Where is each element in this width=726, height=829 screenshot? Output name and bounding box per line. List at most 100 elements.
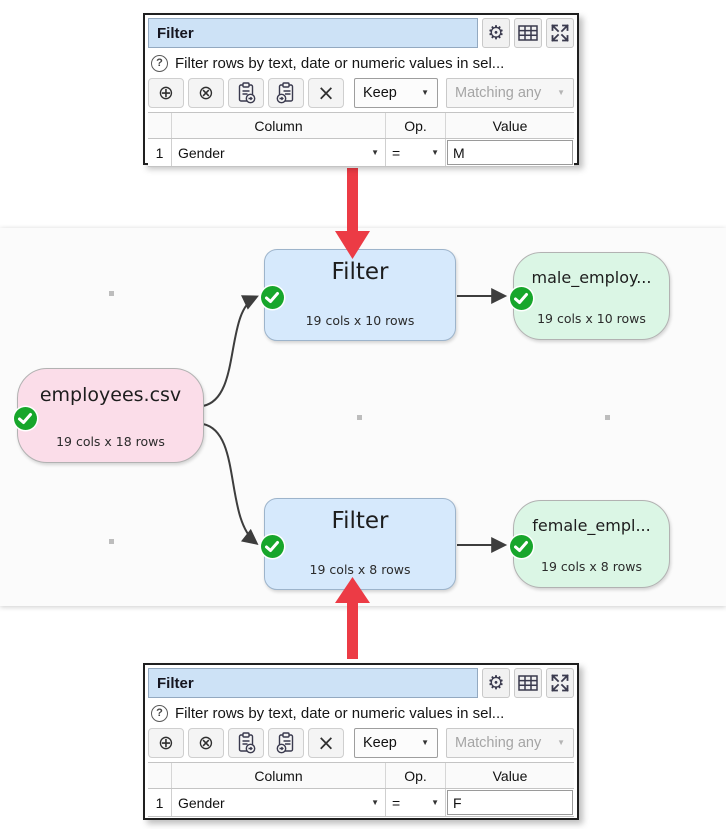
table-grid-icon	[518, 675, 538, 691]
value-input[interactable]: F	[447, 790, 573, 815]
remove-circle-icon: ⊗	[198, 731, 214, 754]
delete-cross-icon: ×	[317, 80, 335, 105]
chevron-down-icon: ▼	[371, 147, 379, 157]
op-header: Op.	[386, 113, 446, 138]
keep-remove-value: Keep	[363, 85, 397, 101]
node-dimensions: 19 cols x 10 rows	[537, 311, 646, 326]
remove-row-button[interactable]: ⊗	[188, 78, 224, 108]
keep-remove-dropdown[interactable]: Keep ▼	[354, 728, 438, 758]
show-table-button[interactable]	[514, 18, 542, 48]
row-number[interactable]: 1	[148, 789, 172, 816]
expand-arrows-icon	[551, 674, 569, 692]
chevron-down-icon: ▼	[431, 797, 439, 807]
options-button[interactable]: ⚙	[482, 668, 510, 698]
grid-dot	[109, 539, 114, 544]
options-button[interactable]: ⚙	[482, 18, 510, 48]
matching-mode-dropdown: Matching any ▼	[446, 78, 574, 108]
node-title: male_employ...	[531, 268, 652, 287]
check-icon	[261, 286, 284, 309]
add-row-button[interactable]: ⊕	[148, 78, 184, 108]
chevron-down-icon: ▼	[431, 147, 439, 157]
remove-circle-icon: ⊗	[198, 81, 214, 104]
node-dimensions: 19 cols x 18 rows	[56, 434, 165, 449]
check-icon	[510, 287, 533, 310]
grid-dot	[357, 415, 362, 420]
copy-rows-button[interactable]	[268, 78, 304, 108]
add-row-button[interactable]: ⊕	[148, 728, 184, 758]
copy-rows-button[interactable]	[268, 728, 304, 758]
transform-name-field[interactable]: Filter	[148, 668, 478, 698]
row-number-header	[148, 113, 172, 138]
filter-settings-panel-top: Filter ⚙ ? Filter rows by text, date or …	[143, 13, 579, 167]
node-employees-csv[interactable]: employees.csv 19 cols x 18 rows	[14, 368, 204, 463]
matching-mode-value: Matching any	[455, 85, 542, 101]
check-icon	[14, 406, 37, 430]
chevron-down-icon: ▼	[421, 88, 429, 97]
transform-name-field[interactable]: Filter	[148, 18, 478, 48]
node-title: Filter	[331, 508, 389, 534]
maximize-button[interactable]	[546, 668, 574, 698]
chevron-down-icon: ▼	[557, 738, 565, 747]
table-grid-icon	[518, 25, 538, 41]
help-icon[interactable]: ?	[151, 704, 168, 722]
node-filter-female[interactable]: Filter 19 cols x 8 rows	[261, 498, 456, 590]
delete-cross-icon: ×	[317, 730, 335, 755]
check-icon	[510, 535, 533, 558]
node-female-employees-output[interactable]: female_empl... 19 cols x 8 rows	[510, 500, 670, 588]
grid-dot	[605, 415, 610, 420]
matching-mode-value: Matching any	[455, 735, 542, 751]
show-table-button[interactable]	[514, 668, 542, 698]
expand-arrows-icon	[551, 24, 569, 42]
row-number[interactable]: 1	[148, 139, 172, 166]
keep-remove-dropdown[interactable]: Keep ▼	[354, 78, 438, 108]
column-dropdown[interactable]: Gender ▼	[172, 139, 386, 166]
column-header: Column	[172, 763, 386, 788]
help-icon[interactable]: ?	[151, 54, 168, 72]
paste-rows-button[interactable]	[228, 728, 264, 758]
op-header: Op.	[386, 763, 446, 788]
copy-clipboard-icon	[276, 732, 294, 754]
criteria-table-header: Column Op. Value	[148, 762, 574, 789]
node-title: Filter	[331, 259, 389, 285]
value-header: Value	[492, 767, 528, 784]
paste-clipboard-icon	[238, 732, 256, 754]
op-dropdown[interactable]: = ▼	[386, 139, 446, 166]
node-title: employees.csv	[39, 384, 182, 406]
criteria-table-header: Column Op. Value	[148, 112, 574, 139]
node-dimensions: 19 cols x 8 rows	[309, 562, 411, 577]
help-text: Filter rows by text, date or numeric val…	[175, 704, 505, 722]
column-dropdown[interactable]: Gender ▼	[172, 789, 386, 816]
check-icon	[261, 535, 284, 558]
delete-button[interactable]: ×	[308, 728, 344, 758]
help-text: Filter rows by text, date or numeric val…	[175, 54, 505, 72]
criteria-row: 1 Gender ▼ = ▼ M	[148, 139, 574, 167]
column-header: Column	[172, 113, 386, 138]
keep-remove-value: Keep	[363, 735, 397, 751]
op-dropdown[interactable]: = ▼	[386, 789, 446, 816]
paste-clipboard-icon	[238, 82, 256, 104]
paste-rows-button[interactable]	[228, 78, 264, 108]
node-dimensions: 19 cols x 8 rows	[541, 559, 642, 574]
copy-clipboard-icon	[276, 82, 294, 104]
delete-button[interactable]: ×	[308, 78, 344, 108]
node-dimensions: 19 cols x 10 rows	[305, 313, 415, 328]
gear-icon: ⚙	[487, 671, 505, 694]
add-circle-icon: ⊕	[158, 81, 174, 104]
grid-dot	[109, 291, 114, 296]
row-number-header	[148, 763, 172, 788]
remove-row-button[interactable]: ⊗	[188, 728, 224, 758]
maximize-button[interactable]	[546, 18, 574, 48]
chevron-down-icon: ▼	[371, 797, 379, 807]
column-value: Gender	[178, 144, 225, 161]
value-header: Value	[492, 117, 528, 134]
criteria-row: 1 Gender ▼ = ▼ F	[148, 789, 574, 817]
op-value: =	[392, 794, 401, 811]
column-value: Gender	[178, 794, 225, 811]
node-filter-male[interactable]: Filter 19 cols x 10 rows	[261, 249, 456, 341]
op-value: =	[392, 144, 401, 161]
node-title: female_empl...	[532, 516, 651, 535]
matching-mode-dropdown: Matching any ▼	[446, 728, 574, 758]
value-input[interactable]: M	[447, 140, 573, 165]
node-male-employees-output[interactable]: male_employ... 19 cols x 10 rows	[510, 252, 670, 340]
